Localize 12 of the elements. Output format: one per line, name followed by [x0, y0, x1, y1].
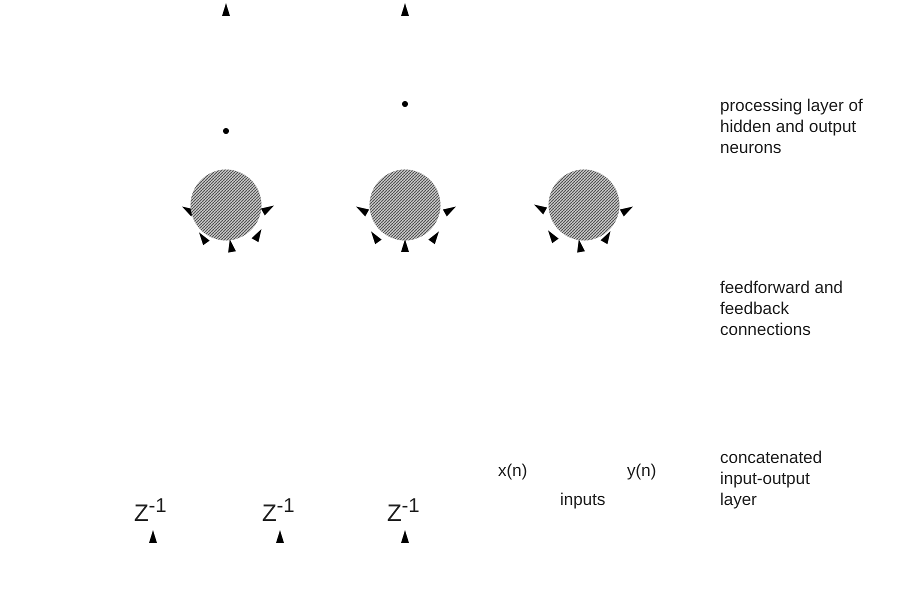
delay-label: Z$^{-1}$ [134, 496, 166, 524]
delay-label: Z$^{-1}$ [387, 496, 420, 524]
input-label: y(n) [627, 460, 656, 481]
neuron-circle [369, 169, 441, 241]
layer-label: feedforward and feedback connections [720, 277, 844, 340]
neuron-circle [548, 169, 620, 241]
layer-label: concatenated input-output layer [720, 447, 824, 510]
input-label: inputs [560, 489, 606, 510]
input-label: x(n) [498, 460, 528, 481]
layer-label: processing layer of hidden and output neurons [720, 95, 864, 158]
delay-label: Z$^{-1}$ [262, 496, 294, 524]
neuron-circle [190, 169, 262, 241]
